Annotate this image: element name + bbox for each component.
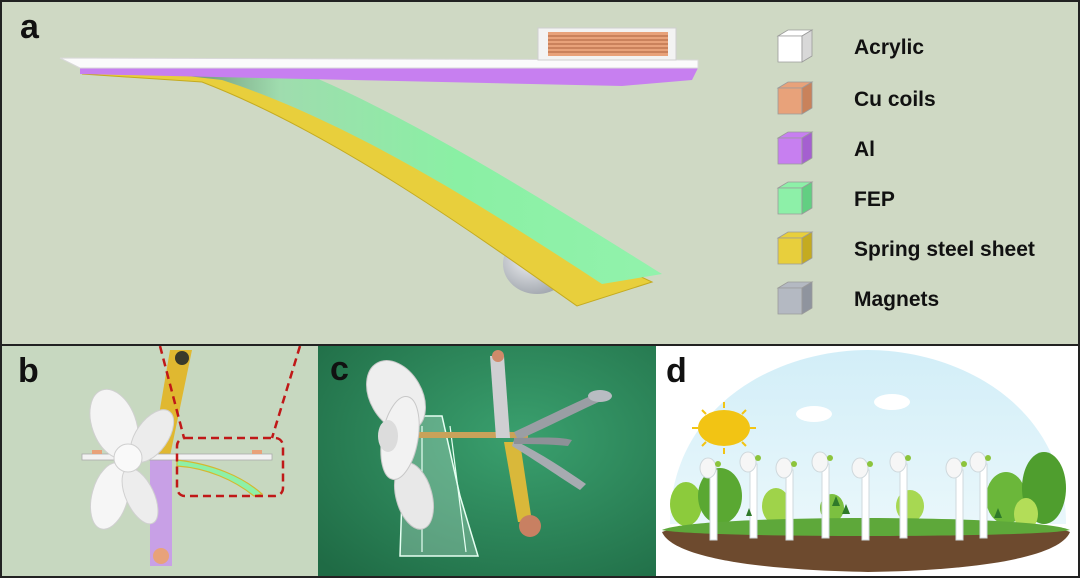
lower-arm-shape: [504, 442, 532, 522]
cube-icon: [776, 231, 814, 265]
panel-d-label: d: [666, 352, 687, 390]
wind-farm-illustration: [662, 350, 1070, 572]
vertical-arm-shape: [150, 458, 172, 566]
shaft-shape: [418, 432, 528, 438]
fep-film-shape: [152, 72, 662, 284]
legend-item-acrylic: Acrylic: [774, 28, 1074, 68]
upper-arm-shape: [490, 356, 510, 438]
legend-label: Cu coils: [854, 88, 936, 111]
cube-icon: [776, 131, 814, 165]
zoom-line-left: [158, 346, 186, 439]
cube-icon: [776, 181, 814, 215]
legend-label: Magnets: [854, 288, 940, 311]
turbine-row: [699, 451, 991, 541]
sky-dome: [670, 350, 1066, 524]
small-plants: [746, 496, 1002, 518]
legend-label: Al: [854, 138, 875, 161]
aluminum-layer-shape: [80, 66, 698, 86]
bent-film-shape: [176, 459, 264, 497]
cu-coils-shape: [548, 32, 668, 56]
panel-d: d: [656, 346, 1080, 578]
cube-icon: [776, 81, 814, 115]
legend-item-magnets: Magnets: [774, 280, 1074, 320]
steel-blade-lower: [512, 440, 586, 490]
trees: [670, 452, 1066, 530]
steel-blade-upper: [514, 392, 608, 440]
legend-item-cu-coils: Cu coils: [774, 80, 1074, 120]
legend-item-fep: FEP: [774, 180, 1074, 220]
bottom-magnet-shape: [153, 548, 169, 564]
zoom-box: [175, 436, 285, 498]
legend-item-spring-steel-sheet: Spring steel sheet: [774, 230, 1074, 270]
panel-b-label: b: [18, 352, 39, 390]
panel-c-label: c: [330, 350, 349, 388]
panel-c: c: [318, 346, 656, 578]
panel-b: b: [0, 346, 318, 578]
turbine-model-render: [81, 346, 302, 566]
cube-icon: [776, 29, 814, 63]
propeller-shape: [366, 360, 434, 530]
sun-icon: [692, 402, 756, 454]
top-magnet-shape: [175, 351, 189, 365]
cloud-right: [874, 394, 910, 410]
legend-item-al: Al: [774, 130, 1074, 170]
prototype-photo: [318, 346, 656, 576]
legend-label: Spring steel sheet: [854, 238, 1035, 261]
legend-label: Acrylic: [854, 36, 925, 59]
coil-left-shape: [92, 450, 102, 454]
device-layer-diagram: [59, 27, 699, 307]
propeller-shape: [89, 388, 175, 530]
cloud-left: [796, 406, 832, 422]
cube-icon: [776, 281, 814, 315]
zoom-line-right: [270, 346, 302, 439]
legend-label: FEP: [854, 188, 895, 211]
panel-a-label: a: [20, 8, 39, 46]
panel-a: a: [0, 0, 1080, 346]
coil-right-shape: [252, 450, 262, 454]
